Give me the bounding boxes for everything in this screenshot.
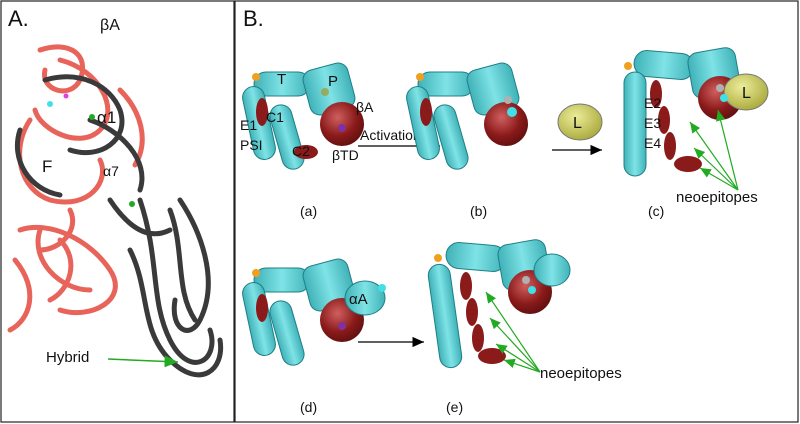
n-term-dot <box>252 73 260 81</box>
label-E3: E3 <box>644 115 661 131</box>
sublabel-e: (e) <box>446 399 463 415</box>
hybrid-arrow <box>107 355 179 368</box>
panel-a-title: βA <box>100 17 120 34</box>
neoepitope-arrows-e <box>485 291 541 373</box>
n-term-dot <box>624 62 632 70</box>
metal-dot <box>528 286 536 294</box>
domain-cylinder <box>269 300 305 366</box>
label-E4: E4 <box>644 135 661 151</box>
neoepitopes-label-c: neoepitopes <box>676 189 758 206</box>
panel-b: B. T P E1 C1 PSI C2 βA βTD Activation <box>240 6 769 415</box>
ribbon-red <box>7 44 145 333</box>
betaTD-domain <box>294 145 318 159</box>
ribbon-dark <box>14 74 224 378</box>
sublabel-c: (c) <box>648 203 664 219</box>
sublabel-a: (a) <box>300 203 317 219</box>
label-betaA: βA <box>356 99 374 115</box>
egf-domain <box>256 98 268 126</box>
egf-domain <box>466 298 478 326</box>
neoepitope-arrows-c <box>689 109 739 191</box>
neoepitopes-label-e: neoepitopes <box>540 365 622 382</box>
metal-ion-dot <box>63 93 69 99</box>
n-term-dot <box>252 269 260 277</box>
alphaA-domain <box>344 280 386 316</box>
label-hybrid: Hybrid <box>46 349 89 366</box>
n-term-dot <box>434 254 442 262</box>
domain-sphere <box>484 102 528 146</box>
panel-b-heading: B. <box>243 6 264 31</box>
glycan-dot <box>321 88 329 96</box>
egf-domain <box>664 132 676 160</box>
integrin-e <box>427 239 571 369</box>
metal-dot <box>338 322 346 330</box>
integrin-c <box>623 47 769 177</box>
bound-ligand-label: L <box>742 85 751 102</box>
betaTD-domain <box>674 156 702 172</box>
activation-label: Activation <box>360 127 421 143</box>
label-E1: E1 <box>240 117 257 133</box>
panel-b-border <box>234 0 799 423</box>
marker-dot <box>129 201 135 207</box>
egf-domain <box>420 98 432 126</box>
panel-a-border <box>0 0 235 423</box>
label-betaTD: βTD <box>332 147 359 163</box>
egf-domain <box>460 272 472 300</box>
integrin-b <box>406 62 528 170</box>
n-term-dot <box>416 73 424 81</box>
egf-domain <box>472 324 484 352</box>
metal-dot <box>716 84 724 92</box>
label-C1: C1 <box>266 109 284 125</box>
integrin-d <box>242 258 386 366</box>
alphaA-domain <box>533 253 571 287</box>
sublabel-b: (b) <box>470 203 487 219</box>
metal-dot <box>507 107 517 117</box>
label-P: P <box>328 73 338 90</box>
metal-dot <box>522 276 530 284</box>
sublabel-d: (d) <box>300 399 317 415</box>
marker-dot <box>89 114 95 120</box>
label-alpha7: α7 <box>103 163 119 179</box>
ligand-label: L <box>573 115 582 132</box>
betaTD-domain <box>478 348 506 364</box>
bound-ligand-ellipse <box>723 73 769 111</box>
label-alphaA: αA <box>349 291 368 308</box>
label-C2: C2 <box>292 143 310 159</box>
label-f: F <box>42 157 52 176</box>
metal-dot <box>720 94 728 102</box>
ligand-ellipse <box>557 103 603 141</box>
label-T: T <box>277 71 286 88</box>
panel-a: A. βA α1 F <box>7 6 224 378</box>
domain-cylinder <box>623 71 647 177</box>
metal-dot <box>338 124 346 132</box>
metal-ion-dot <box>47 101 53 107</box>
domain-cylinder <box>433 104 469 170</box>
panel-a-heading: A. <box>8 6 29 31</box>
label-alpha1: α1 <box>97 108 116 127</box>
metal-dot <box>378 284 386 292</box>
domain-cylinder <box>427 263 463 369</box>
integrin-a <box>242 62 364 170</box>
label-PSI: PSI <box>240 137 263 153</box>
egf-domain <box>650 80 662 108</box>
egf-domain <box>256 294 268 322</box>
egf-domain <box>658 106 670 134</box>
label-E2: E2 <box>644 95 661 111</box>
metal-dot <box>504 96 512 104</box>
